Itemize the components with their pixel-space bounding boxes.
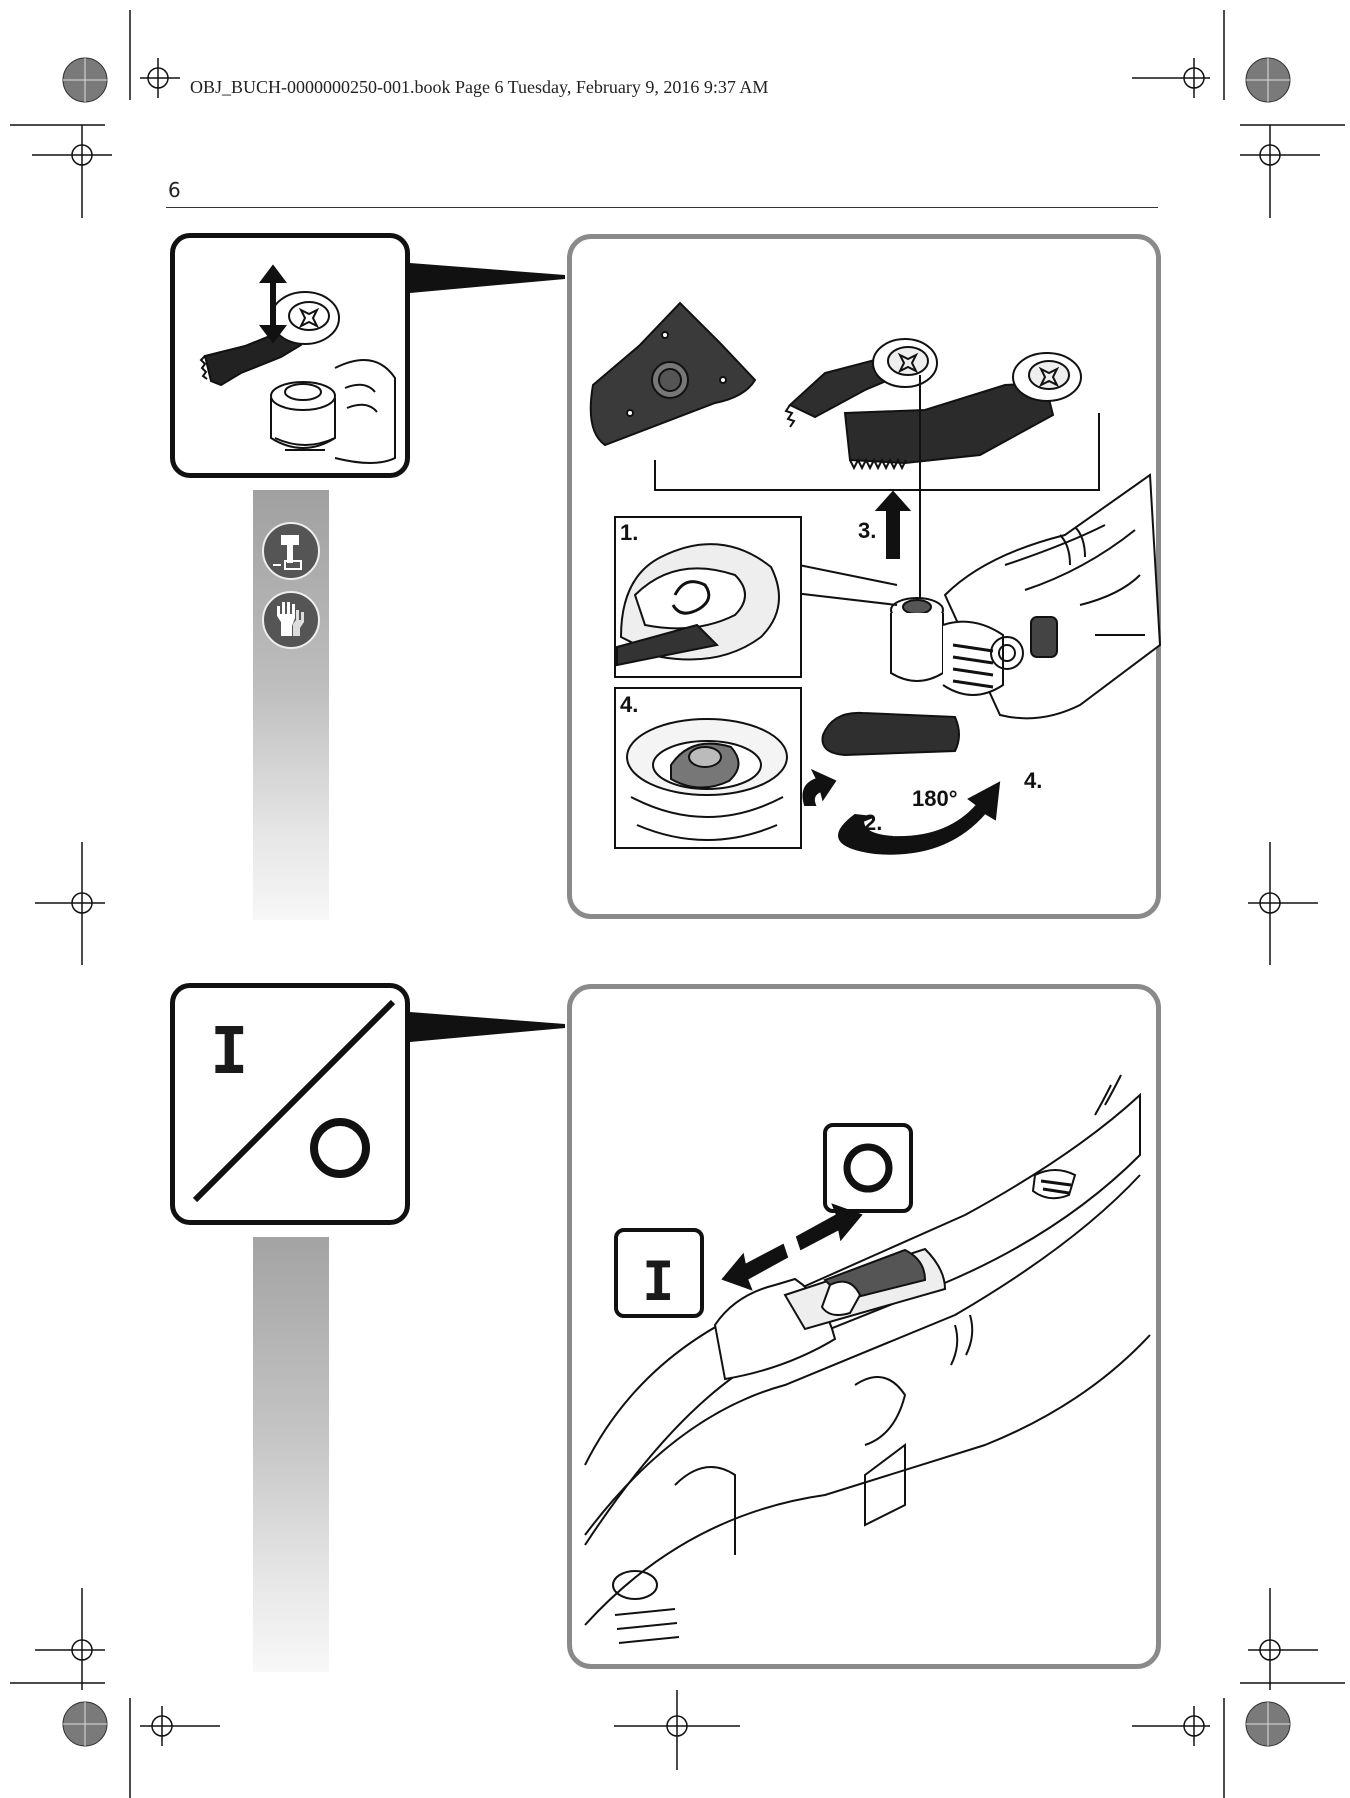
on-box — [614, 1228, 704, 1318]
step-label-4-inset: 4. — [620, 692, 639, 717]
rotation-label: 180° — [912, 786, 958, 811]
battery-removal-icon — [262, 522, 320, 580]
rotation-arrow — [838, 781, 1001, 855]
blade-change-thumbnail — [199, 264, 396, 464]
callout-pointer-1 — [410, 263, 565, 293]
figure2-illustration — [584, 1074, 1151, 1644]
saw-blade-wide — [843, 381, 1055, 465]
step-label-2: 2. — [864, 810, 883, 835]
step-label-3: 3. — [858, 518, 877, 543]
on-symbol-small: I — [642, 1250, 675, 1313]
arrow-up — [874, 490, 912, 559]
accessory-bracket — [654, 413, 1100, 491]
on-symbol-large: I — [210, 1015, 249, 1089]
print-header: OBJ_BUCH-0000000250-001.book Page 6 Tues… — [190, 77, 769, 97]
step-label-4: 4. — [1024, 768, 1043, 793]
arrow-to-off — [795, 1203, 863, 1251]
on-off-icon — [192, 999, 396, 1203]
header-rule — [166, 207, 1158, 208]
gloves-icon — [262, 591, 320, 649]
arrow-to-on — [721, 1243, 789, 1291]
callout-pointer-2 — [410, 1012, 565, 1042]
page-number: 6 — [168, 178, 181, 202]
accessory-plate — [821, 711, 960, 757]
step-label-1: 1. — [620, 520, 639, 545]
off-box — [823, 1123, 913, 1213]
sidebar-bar-2 — [253, 1237, 329, 1672]
figure1-illustration — [589, 301, 1162, 855]
